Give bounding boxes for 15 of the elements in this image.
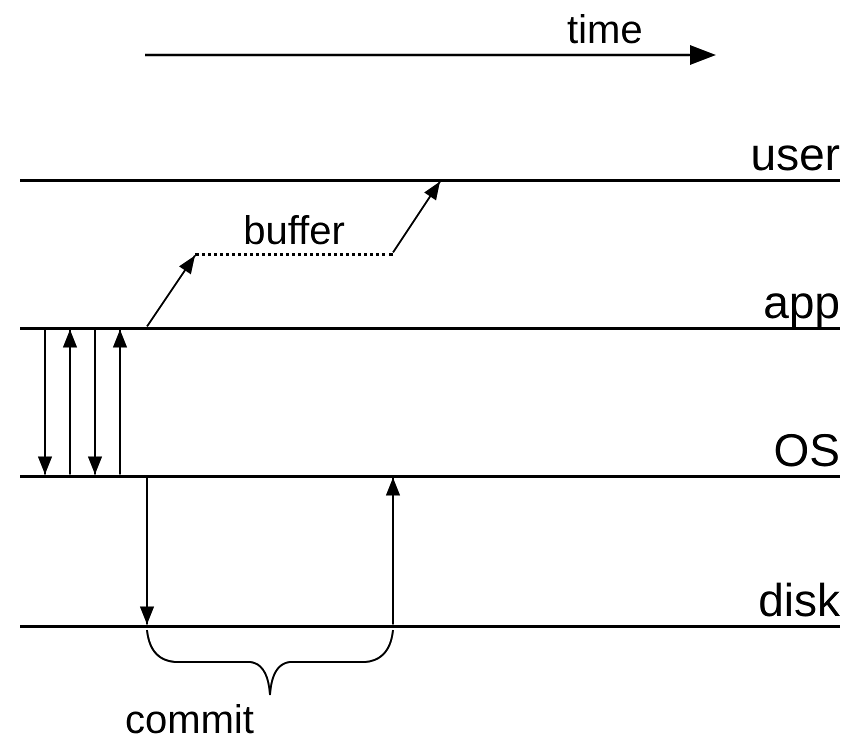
lane-label: user — [750, 130, 840, 176]
axis-label: time — [567, 10, 643, 50]
arrow — [112, 330, 128, 474]
bracket-label: commit — [125, 700, 254, 740]
arrow — [38, 330, 52, 474]
arrow — [146, 254, 196, 328]
lane-label: OS — [774, 426, 840, 472]
arrow — [392, 180, 441, 254]
arrow — [386, 478, 400, 624]
lane-label: disk — [758, 576, 840, 622]
arrow — [140, 478, 154, 624]
lane-label: buffer — [242, 210, 346, 250]
arrow — [88, 330, 102, 474]
lane-label: app — [763, 278, 840, 324]
arrow — [62, 330, 78, 474]
